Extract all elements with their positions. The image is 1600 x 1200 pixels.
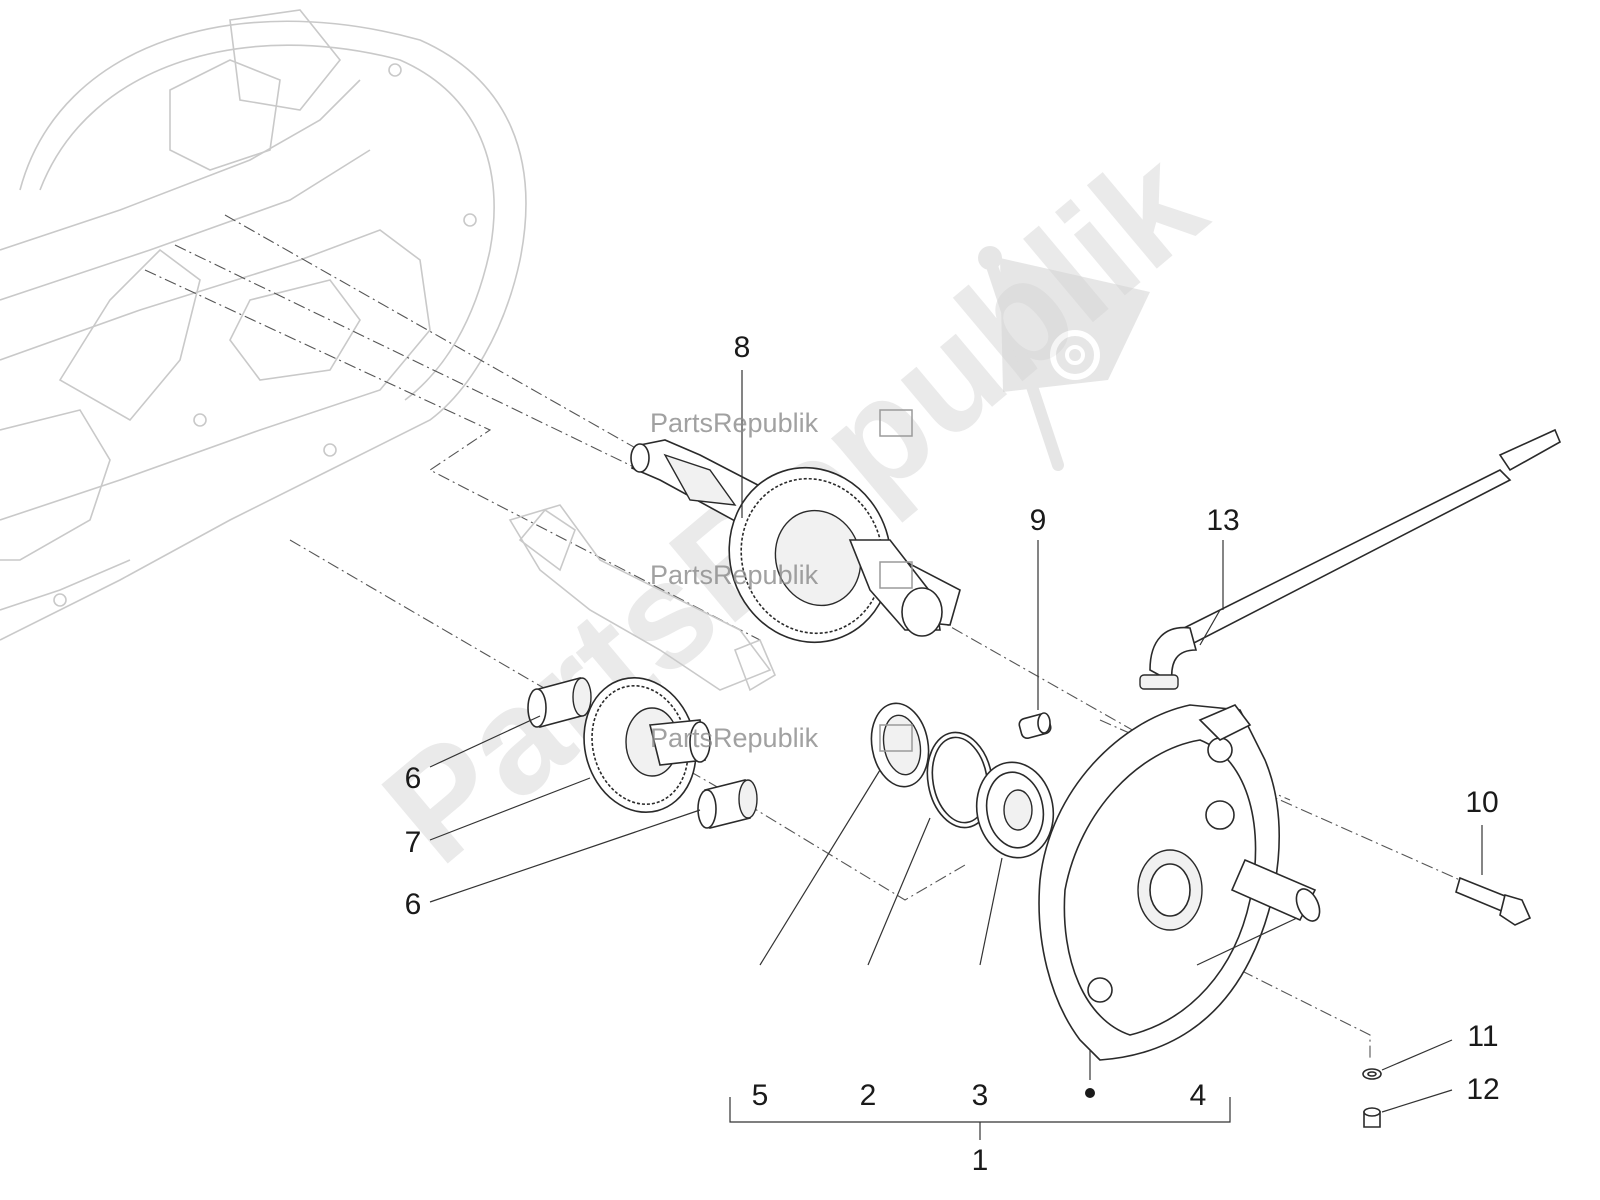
watermark-small-text-3: PartsRepublik [650,723,819,753]
callout-13: 13 [1206,504,1239,537]
dowel-pin-4 [1230,858,1321,922]
callout-10: 10 [1465,786,1498,819]
housing-ghost [0,9,527,641]
callout-6-upper: 6 [405,762,422,795]
callout-11: 11 [1467,1020,1498,1053]
callout-7: 7 [405,826,422,859]
leader-lines [429,370,1483,1140]
callout-6-lower: 6 [405,888,422,921]
bush-9 [1018,712,1052,739]
watermark-gear-icon [1050,330,1100,380]
screw-12 [1363,1107,1381,1128]
bolt-10 [1455,876,1532,926]
washer-11 [1362,1068,1382,1080]
watermark-small-2: PartsRepublik [650,560,913,590]
intermediate-gear-7 [583,676,711,814]
callout-3: 3 [972,1079,989,1112]
watermark-gear-icon [879,561,913,589]
callout-8: 8 [734,331,751,364]
watermark-small-3: PartsRepublik [650,723,913,753]
callout-4: 4 [1190,1079,1207,1112]
watermark-small-text-2: PartsRepublik [650,560,819,590]
watermark-small-text-1: PartsRepublik [650,408,819,438]
watermark-flag-logo [978,246,1150,471]
bush-6-upper [527,676,592,729]
cover-marker-dot [1085,1088,1095,1098]
watermark-small-1: PartsRepublik [650,408,913,438]
callout-1: 1 [972,1144,989,1177]
callout-5: 5 [752,1079,769,1112]
bearing-3 [975,761,1055,859]
bush-6-lower [697,779,758,829]
watermark-gear-icon [879,409,913,437]
callout-12: 12 [1466,1073,1499,1106]
pinion-shaft-ghost [508,504,777,692]
callout-2: 2 [860,1079,877,1112]
callout-9: 9 [1030,504,1047,537]
transmission-cover-1 [1038,704,1280,1098]
drive-shaft-gear [630,439,961,644]
watermark-gear-icon [879,724,913,752]
oil-seal-5 [870,702,930,788]
vent-pipe-13 [1139,428,1562,690]
